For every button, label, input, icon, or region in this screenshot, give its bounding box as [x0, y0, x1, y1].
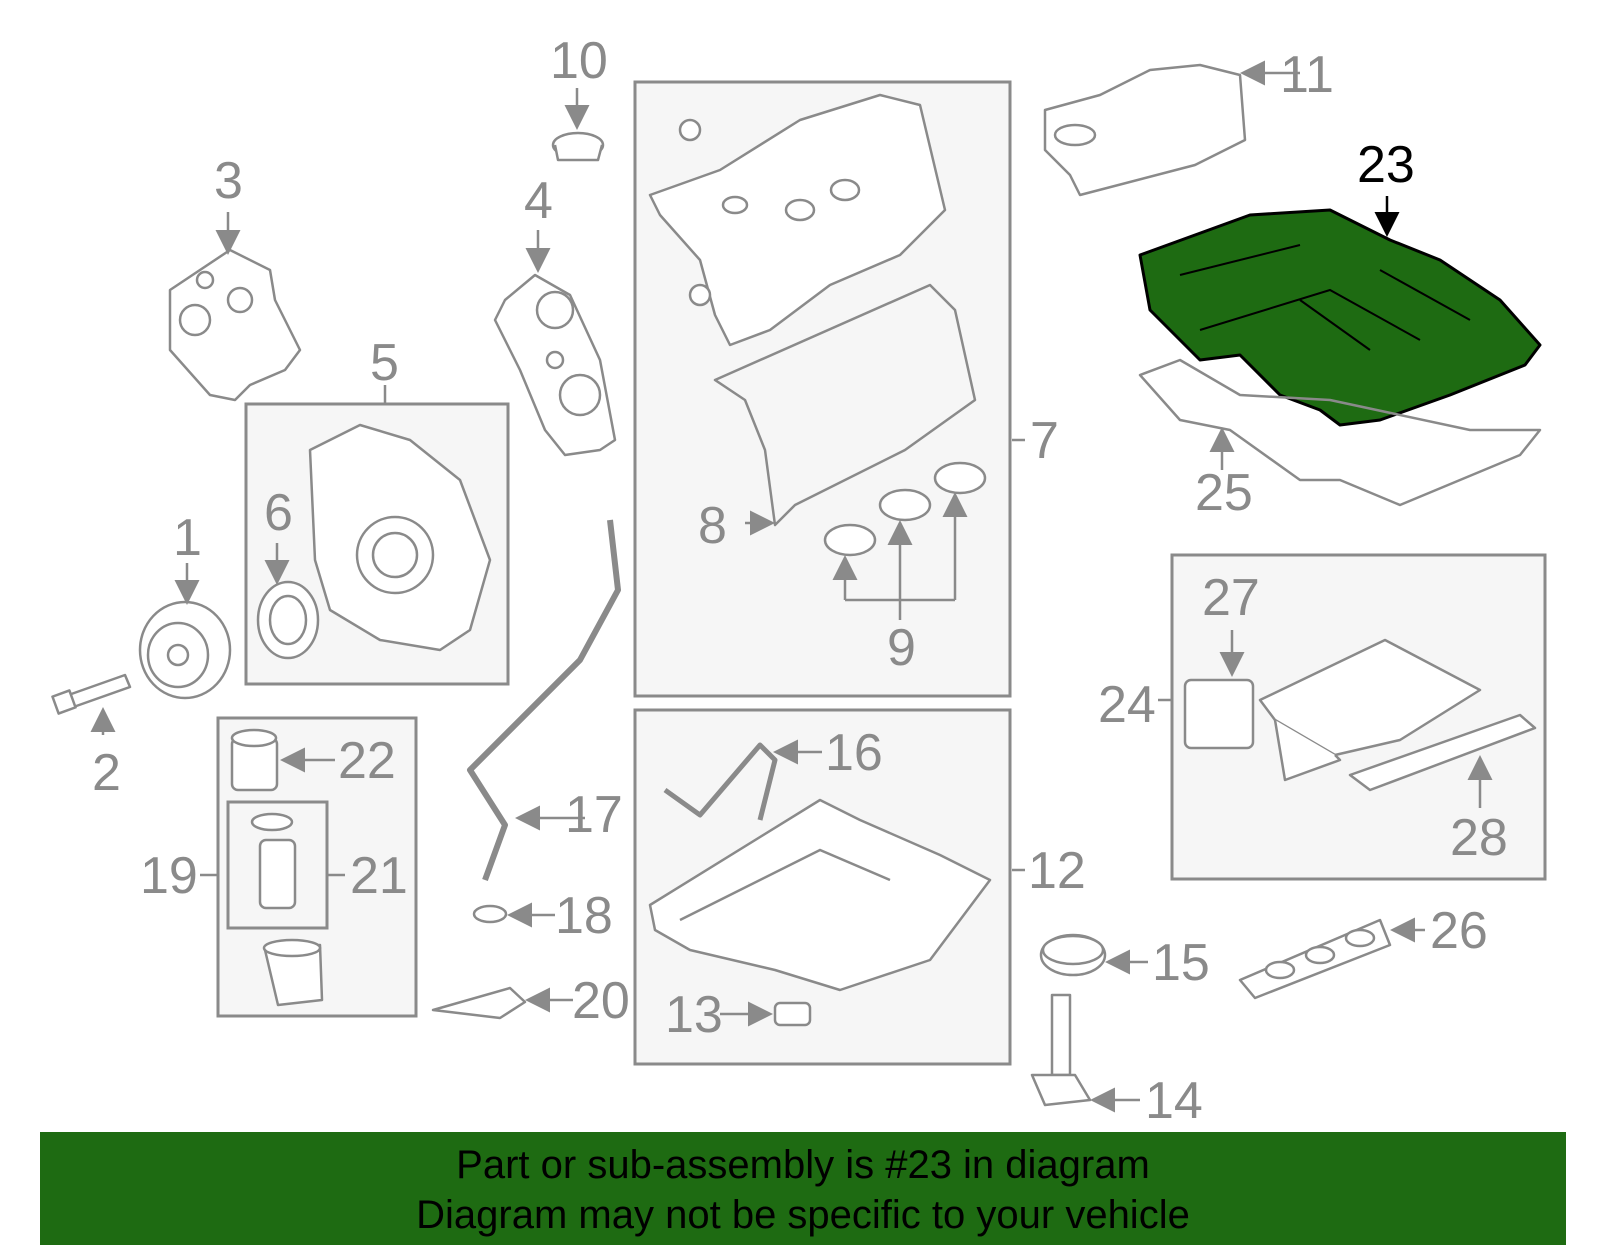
part-15-seal-ring[interactable] [1039, 933, 1107, 977]
callout-5: 5 [370, 334, 399, 392]
callout-24: 24 [1098, 676, 1156, 734]
callout-13: 13 [665, 986, 723, 1044]
part-5-timing-cover[interactable] [308, 423, 492, 652]
part-24-lower-oil-pan[interactable] [1258, 638, 1482, 782]
part-7-valve-cover[interactable] [648, 93, 947, 347]
callout-11: 11 [1280, 46, 1334, 104]
part-13-plug[interactable] [773, 1001, 812, 1027]
callout-14: 14 [1145, 1072, 1203, 1130]
part-26-manifold-gasket[interactable] [1238, 918, 1392, 1000]
part-17-dipstick-tube[interactable] [467, 519, 621, 882]
part-3-bracket[interactable] [168, 248, 302, 402]
callout-21: 21 [350, 847, 408, 905]
callout-20: 20 [572, 972, 630, 1030]
part-22-filter-cap[interactable] [230, 728, 279, 792]
banner-line-1: Part or sub-assembly is #23 in diagram [456, 1143, 1150, 1187]
part-11-engine-cover[interactable] [1043, 63, 1247, 197]
part-8-gasket[interactable] [713, 283, 977, 527]
callout-8: 8 [698, 497, 727, 555]
part-16-tube[interactable] [663, 742, 778, 821]
callout-23: 23 [1357, 136, 1415, 194]
callout-22: 22 [338, 732, 396, 790]
part-10-oil-cap[interactable] [551, 131, 605, 162]
part-4-front-cover[interactable] [493, 273, 617, 457]
part-12-oil-pan[interactable] [648, 798, 992, 992]
part-14-sensor[interactable] [1030, 993, 1092, 1107]
part-18-oring[interactable] [472, 904, 508, 924]
callout-25: 25 [1195, 464, 1253, 522]
info-banner: Part or sub-assembly is #23 in diagram D… [40, 1132, 1566, 1245]
callout-18: 18 [555, 887, 613, 945]
callout-7: 7 [1030, 412, 1059, 470]
callout-2: 2 [92, 744, 121, 802]
callout-10: 10 [550, 32, 608, 90]
part-20-gasket[interactable] [431, 986, 527, 1020]
callout-26: 26 [1430, 902, 1488, 960]
callout-12: 12 [1028, 842, 1086, 900]
part-6-seal[interactable] [256, 580, 320, 660]
part-27-screen[interactable] [1183, 678, 1255, 750]
callout-17: 17 [565, 786, 623, 844]
callout-6: 6 [264, 484, 293, 542]
part-filter-housing[interactable] [262, 938, 324, 1007]
callout-16: 16 [825, 724, 883, 782]
part-21-filter-element[interactable] [250, 812, 297, 910]
part-1-pulley[interactable] [138, 600, 232, 700]
part-2-bolt[interactable] [51, 673, 132, 715]
callout-27: 27 [1202, 569, 1260, 627]
callout-19: 19 [140, 847, 198, 905]
callout-9: 9 [887, 619, 916, 677]
callout-28: 28 [1450, 809, 1508, 867]
callout-1: 1 [173, 509, 202, 567]
part-28-baffle[interactable] [1348, 713, 1537, 792]
callout-3: 3 [214, 152, 243, 210]
callout-4: 4 [524, 172, 553, 230]
banner-line-2: Diagram may not be specific to your vehi… [416, 1193, 1190, 1237]
part-23-intake-manifold[interactable] [1138, 208, 1542, 427]
callout-15: 15 [1152, 934, 1210, 992]
